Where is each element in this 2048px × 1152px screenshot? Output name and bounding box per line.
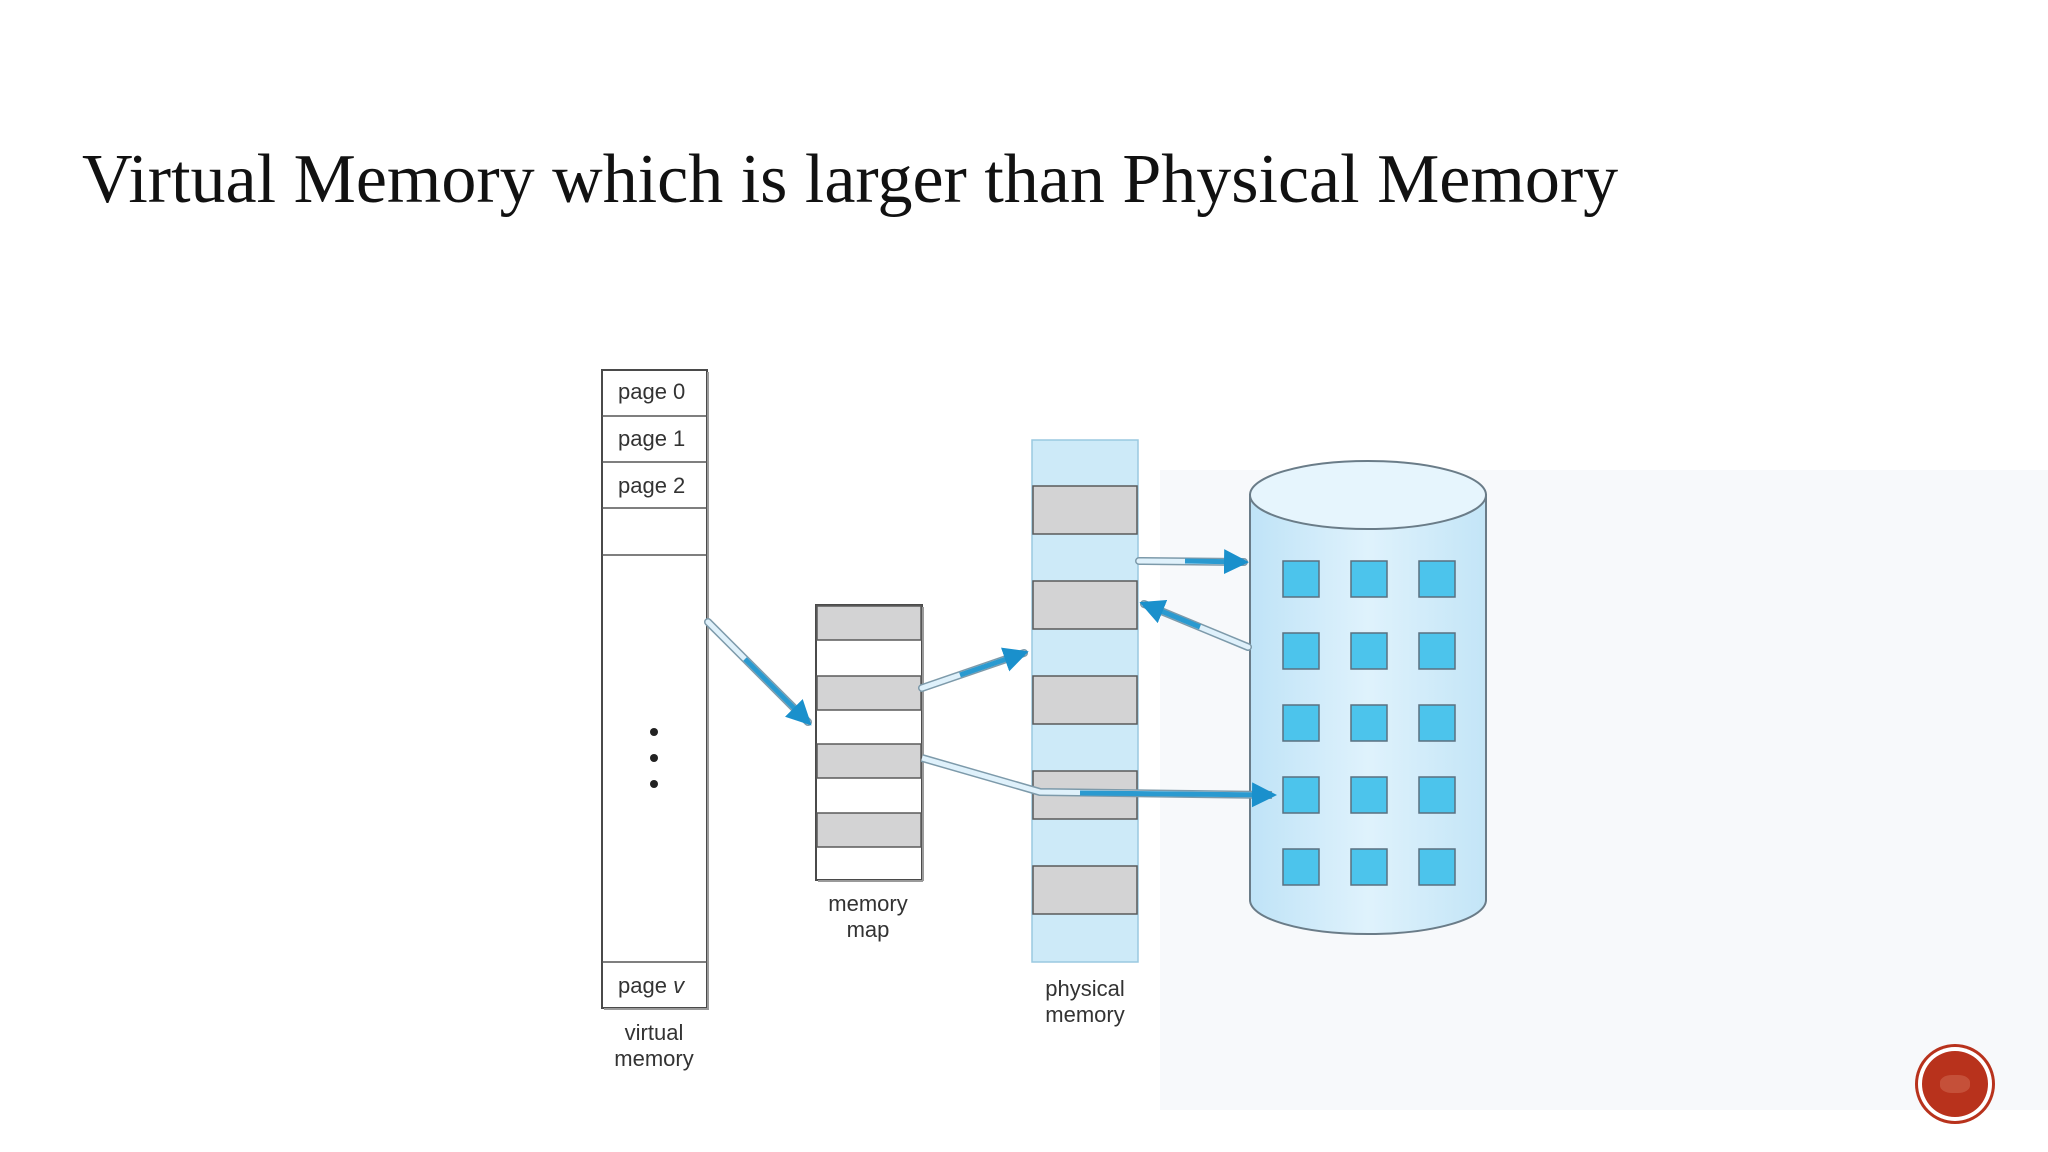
page-v-label: page v (618, 973, 686, 998)
physical-memory: physical memory (1031, 439, 1139, 1027)
ellipsis-dot (650, 754, 658, 762)
disk-block (1418, 848, 1456, 886)
disk-block (1350, 560, 1388, 598)
slide-logo-badge (1918, 1047, 1992, 1121)
arrow-map-to-disk (920, 754, 1277, 808)
disk-block (1282, 776, 1320, 814)
memory-map-caption-line2: map (847, 917, 890, 942)
arrow-map-to-physical (918, 647, 1029, 692)
disk-block (1418, 776, 1456, 814)
disk-blocks (1282, 560, 1456, 886)
disk-block (1350, 632, 1388, 670)
virtual-memory-caption-line2: memory (614, 1046, 693, 1071)
page-0-label: page 0 (618, 379, 685, 404)
disk-top (1249, 460, 1487, 530)
memory-map-entry (816, 743, 922, 779)
disk-block (1282, 560, 1320, 598)
memory-map-entry (816, 675, 922, 711)
arrow-disk-to-physical (1139, 600, 1252, 651)
physical-frame-used (1032, 865, 1138, 915)
page-1-label: page 1 (618, 426, 685, 451)
disk-storage (1249, 460, 1487, 935)
disk-block (1282, 632, 1320, 670)
memory-map-caption-line1: memory (828, 891, 907, 916)
memory-map-entry (816, 812, 922, 848)
physical-frame-used (1032, 485, 1138, 535)
badge-emblem (1940, 1075, 1970, 1093)
ellipsis-dot (650, 780, 658, 788)
arrow-physical-to-disk (1135, 549, 1249, 575)
physical-frame-used (1032, 675, 1138, 725)
arrow-virtual-to-map (704, 618, 812, 726)
disk-block (1418, 704, 1456, 742)
disk-block (1350, 704, 1388, 742)
memory-map: memory map (815, 604, 924, 942)
physical-memory-caption-line2: memory (1045, 1002, 1124, 1027)
disk-block (1418, 632, 1456, 670)
memory-map-entry (816, 605, 922, 641)
disk-block (1350, 776, 1388, 814)
disk-block (1282, 848, 1320, 886)
virtual-memory: page 0 page 1 page 2 page v virtual memo… (601, 369, 709, 1071)
mapping-arrows (704, 549, 1277, 808)
page-2-label: page 2 (618, 473, 685, 498)
slide-title: Virtual Memory which is larger than Phys… (82, 141, 1619, 218)
virtual-memory-caption-line1: virtual (625, 1020, 684, 1045)
disk-block (1418, 560, 1456, 598)
physical-memory-caption-line1: physical (1045, 976, 1124, 1001)
disk-block (1282, 704, 1320, 742)
virtual-memory-frame (601, 369, 708, 1009)
disk-block (1350, 848, 1388, 886)
physical-frame-used (1032, 580, 1138, 630)
ellipsis-dot (650, 728, 658, 736)
